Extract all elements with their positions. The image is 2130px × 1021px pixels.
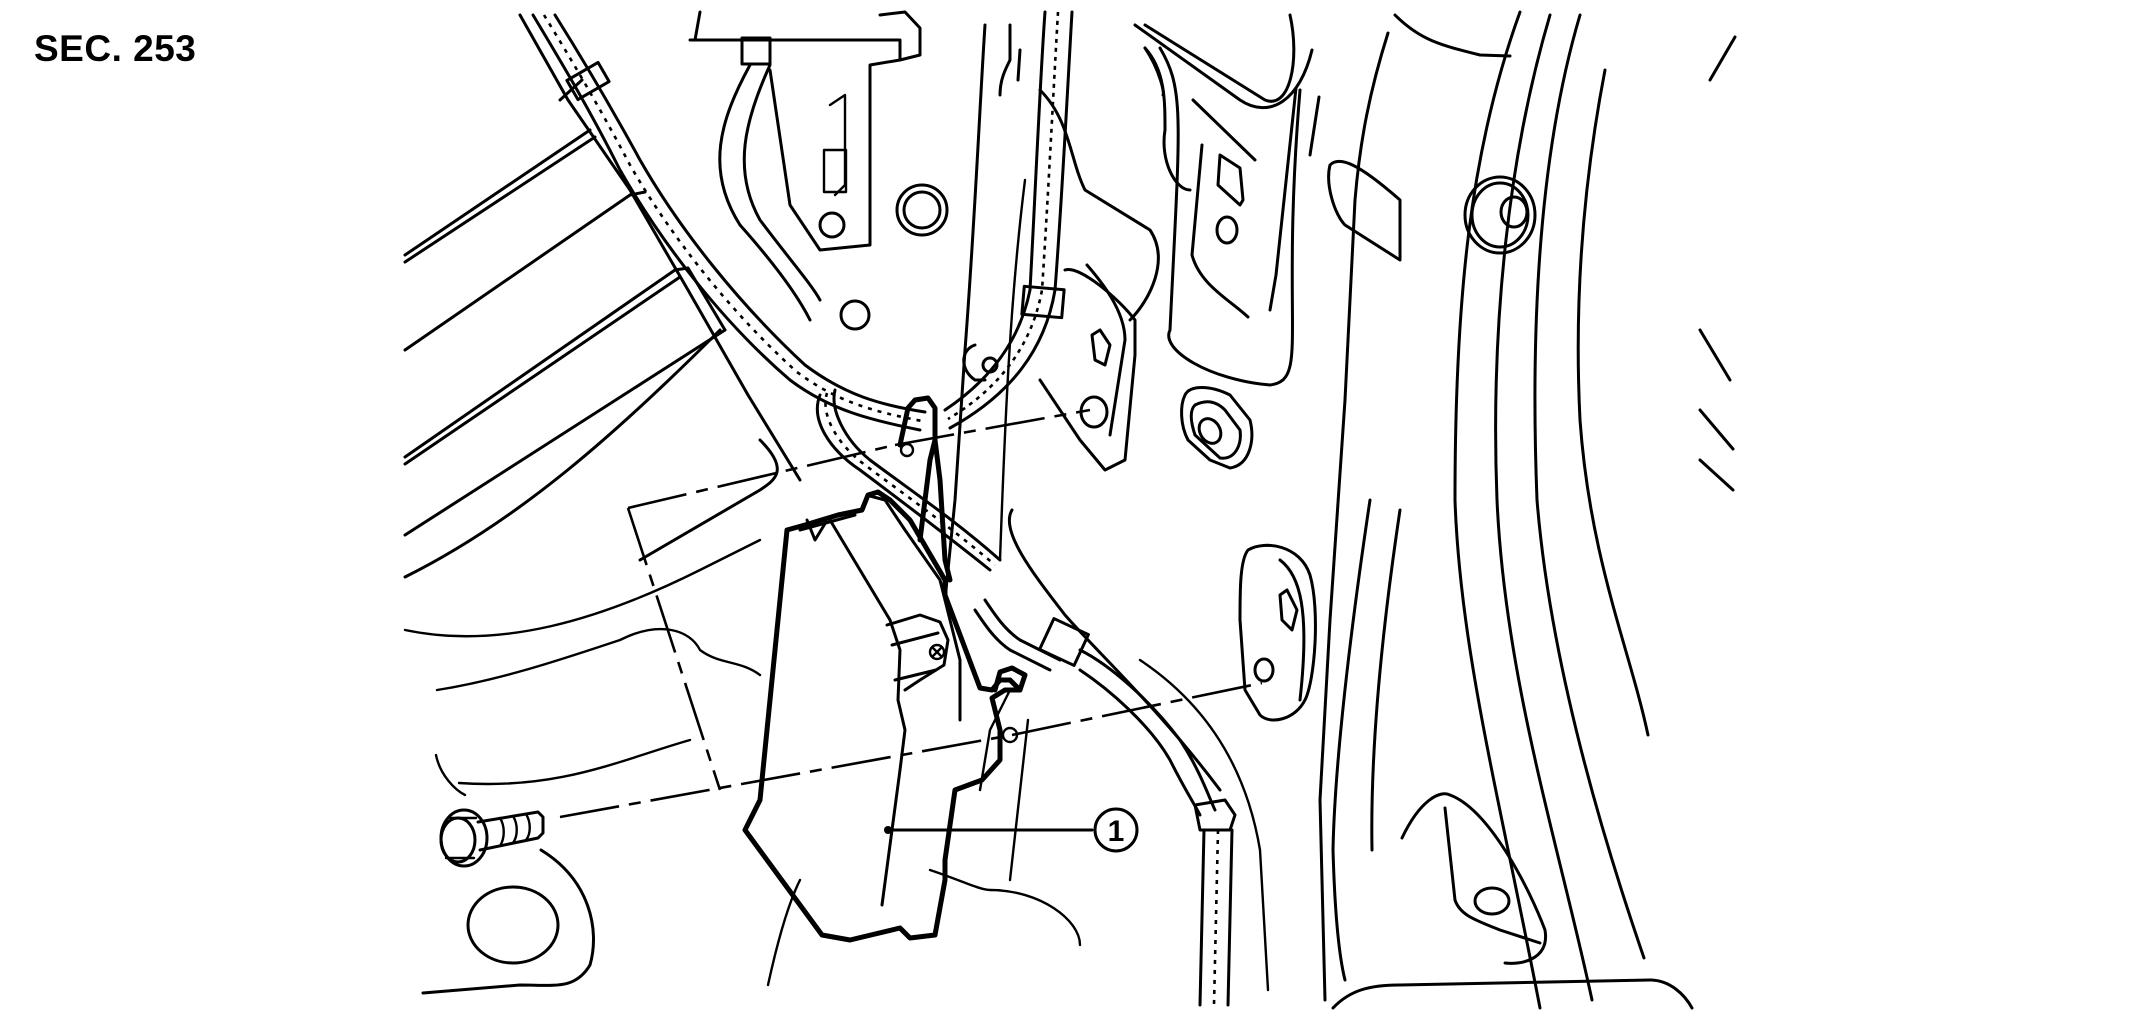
- bracket-connector: [740, 36, 772, 66]
- lower-right-panel: [1331, 498, 1694, 1010]
- wire-harness-lower: [973, 598, 1270, 1007]
- harness-grommet: [1020, 284, 1066, 320]
- callout-number: 1: [1108, 815, 1125, 848]
- harness-connector: [1038, 617, 1090, 667]
- alignment-guides: [559, 408, 1263, 819]
- upper-right-pillar: [1133, 13, 1537, 1002]
- upper-mount-plate: [1007, 263, 1222, 792]
- lower-mount-plate: [1238, 543, 1317, 722]
- oval-grommet: [1180, 386, 1254, 470]
- upper-bracket: [688, 10, 949, 331]
- center-body-panel: [943, 23, 1160, 602]
- callout-circle: [1093, 807, 1139, 853]
- section-label: SEC. 253: [34, 28, 197, 69]
- bolt: [439, 808, 545, 868]
- floor-hole: [421, 848, 595, 995]
- wire-harness-upper: [943, 10, 1074, 430]
- wheel-arch: [1453, 10, 1737, 1010]
- callout-1: 1: [886, 807, 1139, 853]
- lower-center-arch: [766, 688, 1082, 987]
- wire-harness-main: [531, 13, 1002, 572]
- left-body-panel: [403, 13, 802, 797]
- control-unit: [742, 489, 1023, 943]
